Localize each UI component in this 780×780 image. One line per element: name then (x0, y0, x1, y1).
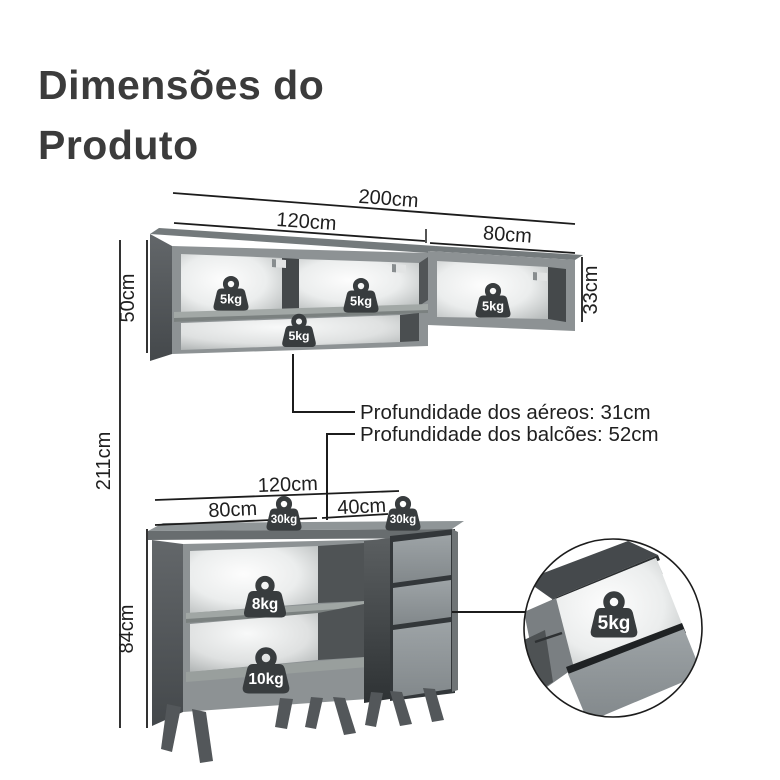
weight-icon-shelf-8kg: 8kg (244, 579, 286, 618)
leg (275, 698, 293, 729)
upper-depth-note: Profundidade dos aéreos: 31cm (360, 401, 651, 424)
drawer-front-middle (393, 580, 451, 625)
weight-label: 8kg (252, 596, 278, 613)
weight-label: 5kg (598, 613, 631, 634)
page-title: Dimensões do Produto (38, 55, 324, 175)
weight-label: 30kg (390, 513, 416, 526)
upper-left-side-panel (150, 234, 172, 361)
upper-compartment-2-shadow (419, 257, 428, 306)
weight-icon-upper-1: 5kg (213, 278, 248, 310)
upper-left-height-label: 50cm (117, 274, 139, 323)
leg (192, 709, 213, 763)
weight-label: 5kg (220, 292, 242, 307)
weight-label: 10kg (248, 671, 283, 688)
lower-left-side-panel (152, 540, 183, 726)
upper-compartment-2-interior (299, 259, 419, 309)
weight-label: 5kg (288, 329, 309, 343)
drawer-unit-right-trim (452, 529, 458, 692)
detail-cabinet-top-band (525, 541, 658, 599)
upper-compartment-divider (282, 258, 299, 310)
detail-circle: 5kg (523, 538, 703, 718)
weight-label: 30kg (271, 513, 297, 526)
upper-left-width-label: 120cm (276, 209, 337, 235)
lower-height-label: 84cm (116, 605, 138, 654)
lower-upper-compartment-shadow (318, 543, 364, 603)
countertop-surface (148, 521, 464, 531)
weight-label: 5kg (482, 299, 504, 314)
dim-line-upper-right-width (429, 242, 576, 254)
lower-left-width-label: 80cm (208, 498, 258, 522)
upper-compartment-1-interior (181, 254, 282, 316)
countertop-front-edge (148, 529, 452, 540)
leg (305, 697, 323, 729)
detail-drawer-rail (534, 631, 563, 644)
weight-icon-upper-4: 5kg (282, 316, 316, 347)
hinge-tab-1-mark (272, 259, 276, 268)
weight-icon-detail-5kg: 5kg (591, 595, 638, 638)
upper-bottom-shelf-shadow (400, 313, 419, 342)
leg (390, 691, 412, 726)
leg (333, 697, 356, 735)
hinge-tab-3-mark (533, 272, 537, 281)
dim-line-upper-left-width (173, 222, 426, 242)
lower-total-width-label: 120cm (257, 473, 318, 497)
leader-line-lower-depth (326, 433, 355, 520)
weight-icon-upper-2: 5kg (343, 280, 378, 312)
total-height-label: 211cm (93, 432, 115, 491)
lower-right-width-label: 40cm (337, 495, 387, 520)
page-title-line1: Dimensões do (38, 62, 325, 109)
hinge-tab-2-mark (392, 264, 396, 273)
drawer-front-top (393, 535, 451, 583)
weight-icons: 5kg 5kg 5kg 5kg 30kg 30kg 8kg 10kg (213, 278, 510, 693)
lower-cabinet-illustration (148, 521, 464, 763)
upper-left-topface (150, 228, 436, 253)
lower-upper-compartment-interior (190, 546, 318, 613)
upper-right-width-label: 80cm (482, 222, 532, 247)
upper-right-interior-shadow (548, 267, 566, 322)
page-title-line2: Produto (38, 122, 199, 169)
dim-line-upper-total-width (172, 192, 576, 225)
detail-circle-outline (523, 538, 703, 718)
weight-label: 5kg (350, 294, 372, 309)
lower-bottom-compartment-shadow (318, 604, 364, 660)
lower-bottom-compartment-interior (190, 613, 318, 672)
leader-line-upper-depth (292, 354, 355, 413)
lower-divider-panel (364, 538, 390, 703)
leg (423, 688, 444, 722)
detail-drawer-front (568, 629, 702, 717)
upper-right-height-label: 33cm (580, 266, 602, 315)
upper-total-width-label: 200cm (358, 186, 420, 213)
dimension-labels: 200cm 120cm 80cm 50cm 33cm 211cm 84cm 12… (93, 186, 659, 654)
dim-line-lower-total-width (154, 490, 400, 501)
cabinet-legs (161, 688, 444, 763)
dim-line-lower-right-width (321, 513, 389, 519)
upper-right-topface (428, 246, 583, 260)
weight-icon-countertop-2: 30kg (385, 498, 420, 530)
leg (365, 692, 383, 727)
weight-icon-shelf-10kg: 10kg (243, 651, 290, 694)
weight-icon-countertop-1: 30kg (266, 498, 301, 530)
drawer-front-bottom-door (393, 622, 451, 698)
leg (161, 704, 181, 752)
upper-right-interior (437, 261, 548, 319)
lower-depth-note: Profundidade dos balcões: 52cm (360, 423, 659, 446)
weight-icon-upper-3: 5kg (475, 285, 510, 317)
